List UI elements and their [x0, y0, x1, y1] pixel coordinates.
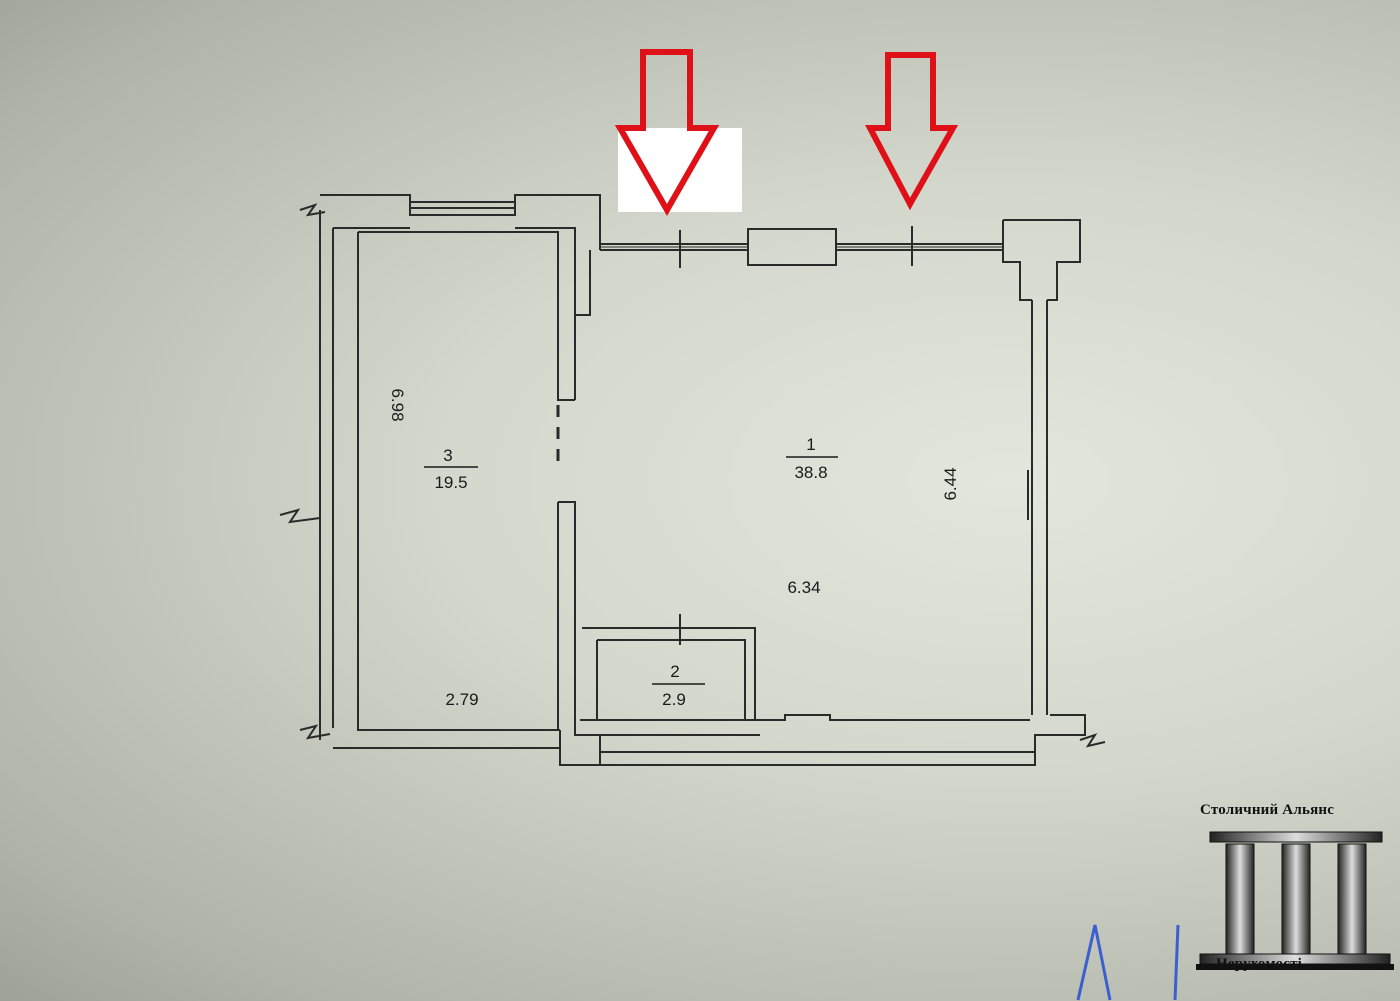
walls	[279, 194, 1106, 766]
company-logo: Столичний Альянс Нерухомості	[1196, 790, 1396, 1000]
room-2-area: 2.9	[662, 690, 686, 709]
room-1-number: 1	[806, 435, 815, 454]
logo-top-text: Столичний Альянс	[1200, 802, 1335, 818]
blue-stamp-mark	[1076, 924, 1180, 1001]
down-arrow-icon	[614, 49, 720, 217]
room-3-area: 19.5	[434, 473, 467, 492]
room-1-width-dimension: 6.34	[787, 578, 820, 597]
columns-logo-icon	[1196, 831, 1394, 970]
room-3-number: 3	[443, 446, 452, 465]
room-1-area: 38.8	[794, 463, 827, 482]
white-patch	[618, 128, 742, 212]
room-3-height-dimension: 6.98	[388, 388, 407, 421]
room-2-number: 2	[670, 662, 679, 681]
room-1-height-dimension: 6.44	[941, 467, 960, 500]
room-3-width-dimension: 2.79	[445, 690, 478, 709]
down-arrow-icon	[865, 52, 959, 211]
logo-bottom-text: Нерухомості	[1216, 956, 1303, 972]
